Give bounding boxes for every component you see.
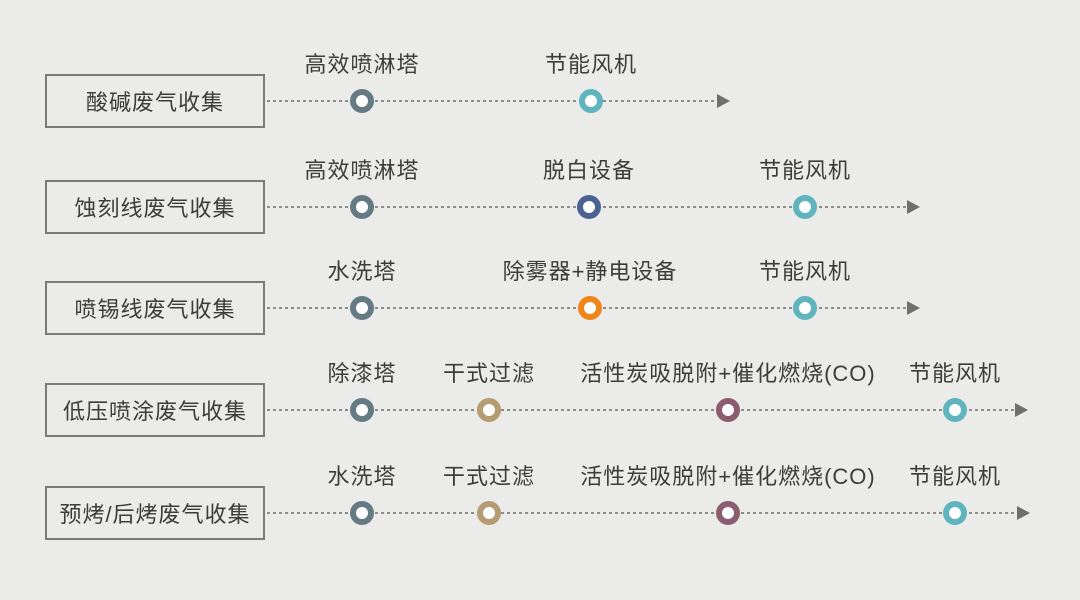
- flow-row-low-pressure-spray: 低压喷涂废气收集 除漆塔 干式过滤 活性炭吸脱附+催化燃烧(CO) 节能风机: [0, 363, 1080, 437]
- process-node: [793, 296, 817, 320]
- process-step-label: 节能风机: [544, 52, 637, 77]
- process-step-label: 活性炭吸脱附+催化燃烧(CO): [580, 464, 876, 489]
- process-step-label: 高效喷淋塔: [304, 158, 420, 183]
- process-node: [578, 296, 602, 320]
- process-node: [943, 501, 967, 525]
- flow-row-etching-line: 蚀刻线废气收集 高效喷淋塔 脱白设备 节能风机: [0, 160, 1080, 234]
- process-step-label: 活性炭吸脱附+催化燃烧(CO): [580, 361, 876, 386]
- process-step-label: 干式过滤: [442, 361, 535, 386]
- arrow-head-icon: [1015, 403, 1028, 417]
- process-step-label: 高效喷淋塔: [304, 52, 420, 77]
- process-step-label: 水洗塔: [327, 464, 397, 489]
- process-node: [350, 195, 374, 219]
- process-node: [350, 501, 374, 525]
- source-label: 低压喷涂废气收集: [62, 399, 247, 424]
- flow-line: [267, 512, 1016, 514]
- process-node: [943, 398, 967, 422]
- process-node: [716, 501, 740, 525]
- source-box: 喷锡线废气收集: [45, 281, 265, 335]
- source-box: 酸碱废气收集: [45, 74, 265, 128]
- process-node: [477, 501, 501, 525]
- source-label: 蚀刻线废气收集: [74, 196, 236, 221]
- process-node: [350, 89, 374, 113]
- process-step-label: 节能风机: [908, 361, 1001, 386]
- process-step-label: 节能风机: [758, 259, 851, 284]
- process-node: [579, 89, 603, 113]
- source-label: 酸碱废气收集: [85, 90, 224, 115]
- process-step-label: 节能风机: [908, 464, 1001, 489]
- arrow-head-icon: [907, 200, 920, 214]
- arrow-head-icon: [907, 301, 920, 315]
- process-step-label: 水洗塔: [327, 259, 397, 284]
- source-box: 蚀刻线废气收集: [45, 180, 265, 234]
- arrow-head-icon: [1017, 506, 1030, 520]
- flow-row-tin-spray-line: 喷锡线废气收集 水洗塔 除雾器+静电设备 节能风机: [0, 261, 1080, 335]
- flow-line: [267, 409, 1014, 411]
- flow-row-pre-post-bake: 预烤/后烤废气收集 水洗塔 干式过滤 活性炭吸脱附+催化燃烧(CO) 节能风机: [0, 466, 1080, 540]
- source-box: 低压喷涂废气收集: [45, 383, 265, 437]
- source-box: 预烤/后烤废气收集: [45, 486, 265, 540]
- process-step-label: 干式过滤: [442, 464, 535, 489]
- source-label: 预烤/后烤废气收集: [59, 502, 251, 527]
- process-node: [577, 195, 601, 219]
- process-node: [793, 195, 817, 219]
- flow-line: [267, 100, 716, 102]
- process-node: [477, 398, 501, 422]
- source-label: 喷锡线废气收集: [74, 297, 236, 322]
- process-node: [716, 398, 740, 422]
- process-node: [350, 398, 374, 422]
- process-step-label: 除雾器+静电设备: [502, 259, 678, 284]
- process-step-label: 脱白设备: [542, 158, 635, 183]
- process-node: [350, 296, 374, 320]
- process-step-label: 除漆塔: [327, 361, 397, 386]
- arrow-head-icon: [717, 94, 730, 108]
- process-step-label: 节能风机: [758, 158, 851, 183]
- flow-row-acid-alkali: 酸碱废气收集 高效喷淋塔 节能风机: [0, 54, 1080, 128]
